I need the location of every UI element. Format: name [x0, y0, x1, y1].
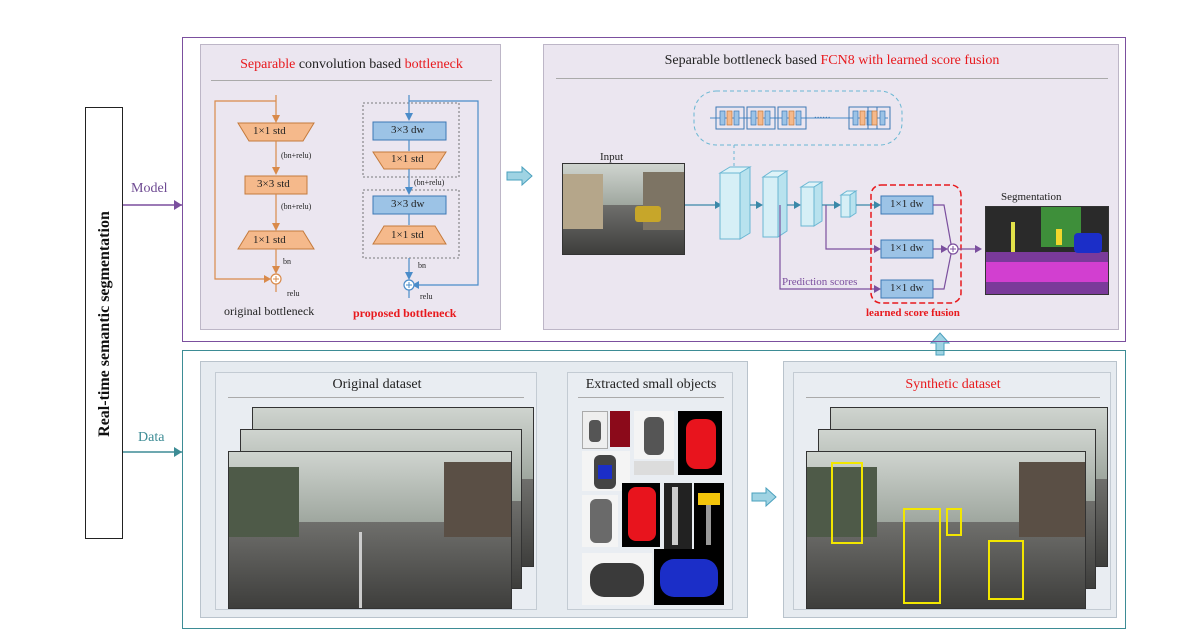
synthetic-dataset-panel: Synthetic dataset: [783, 361, 1117, 618]
object-thumb-8: [622, 483, 660, 547]
extracted-objects-title: Extracted small objects: [585, 377, 717, 392]
fusion-block-2-label: 1×1 dw: [890, 242, 924, 254]
prop-block-3-label: 3×3 dw: [391, 198, 425, 210]
extracted-objects-panel: Extracted small objects: [567, 372, 733, 610]
model-section: [182, 37, 1126, 342]
proposed-bottleneck-graph: [362, 95, 479, 298]
orig-annot-1: (bn+relu): [281, 151, 312, 160]
fcn-panel-title: Separable bottleneck based FCN8 with lea…: [664, 53, 1000, 68]
orig-annot-4: relu: [287, 289, 300, 298]
fusion-block-1-label: 1×1 dw: [890, 198, 924, 210]
object-thumb-4: [678, 411, 722, 475]
object-thumb-9: [664, 483, 692, 549]
object-thumb-10: [694, 483, 724, 549]
prop-block-2-label: 1×1 std: [391, 153, 424, 165]
fcn-diagram: [684, 90, 982, 304]
feature-block-2: [761, 170, 789, 238]
proposed-bottleneck-caption: proposed bottleneck: [353, 306, 457, 320]
object-thumb-11: [582, 553, 652, 605]
bbox-cyclist-2: [988, 540, 1024, 600]
input-image: [562, 163, 685, 255]
synthetic-photo-1: [806, 451, 1086, 609]
fcn-title-divider: [556, 78, 1108, 79]
chain-ellipsis: ......: [814, 109, 831, 121]
fusion-caption: learned score fusion: [866, 307, 960, 319]
synthetic-dataset-title: Synthetic dataset: [905, 377, 1001, 392]
original-dataset-panel: Original dataset Extracted small objects: [200, 361, 748, 618]
bbox-cyclist-1: [903, 508, 941, 604]
original-bottleneck-caption: original bottleneck: [224, 304, 315, 318]
prop-block-1-label: 3×3 dw: [391, 124, 425, 136]
object-thumb-6: [634, 461, 674, 475]
object-thumb-3: [634, 411, 674, 459]
object-thumb-2: [610, 411, 630, 447]
bottleneck-panel: Separable convolution based bottleneck: [200, 44, 501, 330]
prop-block-4-label: 1×1 std: [391, 229, 424, 241]
original-bottleneck-graph: [214, 95, 315, 292]
prop-annot-2: bn: [418, 261, 426, 270]
data-section: [182, 350, 1126, 629]
object-thumb-12: [654, 549, 724, 605]
orig-annot-2: (bn+relu): [281, 202, 312, 211]
orig-block-3-label: 1×1 std: [253, 234, 286, 246]
original-dataset-title: Original dataset: [332, 377, 422, 392]
data-branch-label: Data: [138, 430, 165, 445]
bbox-sign: [946, 508, 962, 536]
left-label-box: Real-time semantic segmentation: [85, 107, 123, 539]
object-thumb-7: [582, 495, 618, 547]
object-thumb-1: [582, 411, 608, 449]
model-branch-label: Model: [131, 181, 168, 196]
bbox-traffic-light: [831, 462, 863, 544]
fusion-block-3-label: 1×1 dw: [890, 282, 924, 294]
orig-annot-3: bn: [283, 257, 291, 266]
feature-block-3: [799, 181, 824, 227]
original-dataset-inner: Original dataset: [215, 372, 537, 610]
fcn-panel: Separable bottleneck based FCN8 with lea…: [543, 44, 1119, 330]
bottleneck-panel-title: Separable convolution based bottleneck: [240, 57, 463, 72]
prop-annot-3: relu: [420, 292, 433, 301]
prop-annot-1: (bn+relu): [414, 178, 445, 187]
bottleneck-diagram: [214, 95, 479, 298]
segmentation-image: [985, 206, 1109, 295]
feature-block-4: [839, 190, 858, 218]
synthetic-dataset-inner: Synthetic dataset: [793, 372, 1111, 610]
prediction-scores-label: Prediction scores: [782, 276, 858, 288]
input-label: Input: [600, 151, 624, 163]
segmentation-label: Segmentation: [1001, 191, 1062, 203]
orig-block-1-label: 1×1 std: [253, 125, 286, 137]
mini-bottleneck-chain: [710, 106, 891, 130]
title-divider: [211, 80, 492, 81]
orig-block-2-label: 3×3 std: [257, 178, 290, 190]
original-photo-1: [228, 451, 512, 609]
feature-block-1: [718, 166, 752, 240]
